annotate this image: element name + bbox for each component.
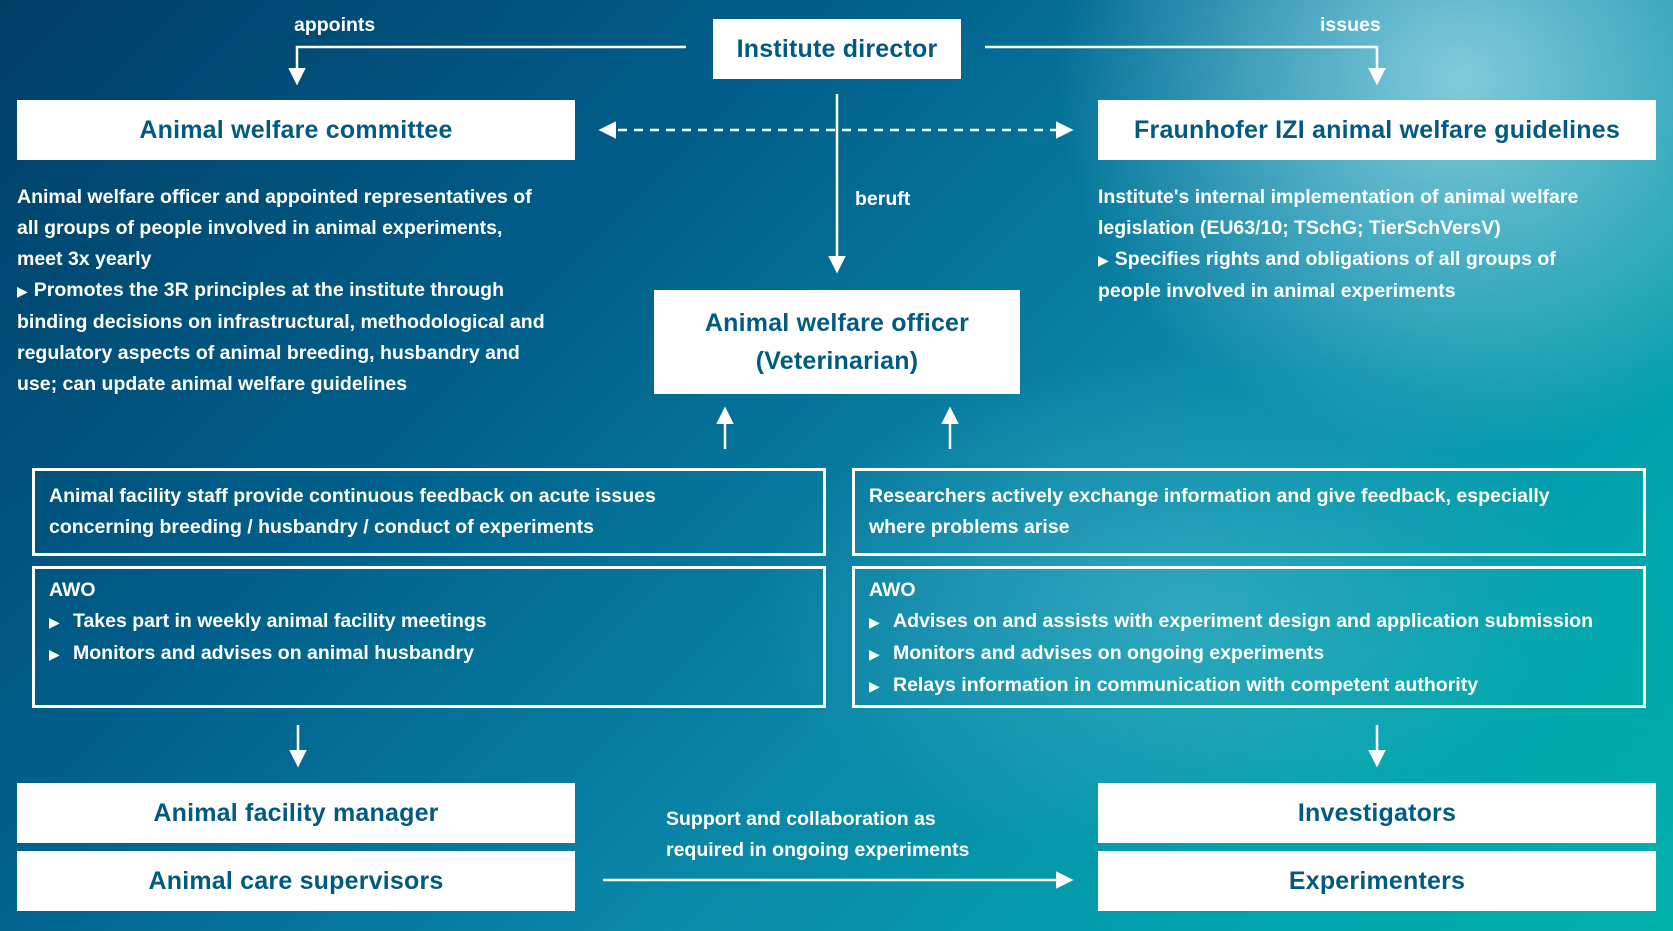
bullet-icon: ▶: [869, 614, 880, 630]
researcher-feedback-frame: Researchers actively exchange informatio…: [852, 468, 1646, 556]
bullet-icon: ▶: [49, 646, 60, 662]
facility-feedback-frame: Animal facility staff provide continuous…: [32, 468, 826, 556]
guidelines-desc-bullet-line2: people involved in animal experiments: [1098, 280, 1456, 302]
issues-arrow: [985, 45, 1386, 86]
awo-research-item: ▶ Monitors and advises on ongoing experi…: [869, 638, 1629, 670]
animal-care-supervisors-label: Animal care supervisors: [148, 866, 444, 895]
committee-desc-line2: all groups of people involved in animal …: [17, 217, 503, 239]
researcher-feedback-line1: Researchers actively exchange informatio…: [869, 485, 1550, 507]
awo-research-heading: AWO: [869, 579, 916, 601]
issues-label: issues: [1320, 14, 1381, 36]
institute-director-box: Institute director: [713, 19, 961, 79]
beruft-label: beruft: [855, 188, 911, 210]
investigators-box: Investigators: [1098, 783, 1656, 843]
awo-facility-item: ▶ Monitors and advises on animal husband…: [49, 638, 809, 670]
awo-research-frame: AWO ▶ Advises on and assists with experi…: [852, 566, 1646, 708]
institute-director-label: Institute director: [736, 34, 938, 63]
committee-desc-line3: meet 3x yearly: [17, 248, 152, 270]
bullet-icon: ▶: [1098, 252, 1109, 268]
appoints-label: appoints: [294, 14, 376, 36]
experimenters-box: Experimenters: [1098, 851, 1656, 911]
awo-research-item: ▶ Relays information in communication wi…: [869, 670, 1629, 702]
facility-feedback-line1: Animal facility staff provide continuous…: [49, 485, 656, 507]
guidelines-desc-bullet-line1: ▶Specifies rights and obligations of all…: [1098, 248, 1556, 270]
guidelines-label: Fraunhofer IZI animal welfare guidelines: [1134, 115, 1620, 144]
awo-facility-frame: AWO ▶ Takes part in weekly animal facili…: [32, 566, 826, 708]
animal-welfare-officer-box: Animal welfare officer (Veterinarian): [654, 290, 1020, 394]
experimenters-label: Experimenters: [1288, 866, 1466, 895]
committee-desc-bullet-line2: binding decisions on infrastructural, me…: [17, 311, 545, 333]
bullet-icon: ▶: [17, 283, 28, 299]
awo-facility-heading: AWO: [49, 579, 96, 601]
investigators-label: Investigators: [1297, 798, 1457, 827]
support-label-line2: required in ongoing experiments: [666, 839, 970, 861]
guidelines-desc-line1: Institute's internal implementation of a…: [1098, 186, 1579, 208]
committee-desc-bullet-line3: regulatory aspects of animal breeding, h…: [17, 342, 520, 364]
officer-label-line2: (Veterinarian): [755, 347, 919, 375]
facility-feedback-line2: concerning breeding / husbandry / conduc…: [49, 516, 595, 538]
awo-facility-item: ▶ Takes part in weekly animal facility m…: [49, 606, 809, 638]
bullet-icon: ▶: [49, 614, 60, 630]
animal-welfare-committee-box: Animal welfare committee: [17, 100, 575, 160]
bullet-icon: ▶: [869, 646, 880, 662]
officer-label-line1: Animal welfare officer: [704, 309, 970, 337]
committee-desc-line1: Animal welfare officer and appointed rep…: [17, 186, 532, 208]
committee-description: Animal welfare officer and appointed rep…: [17, 182, 607, 400]
animal-welfare-committee-label: Animal welfare committee: [139, 115, 453, 144]
committee-desc-bullet-line4: use; can update animal welfare guideline…: [17, 373, 408, 395]
researcher-feedback-line2: where problems arise: [869, 516, 1070, 538]
guidelines-description: Institute's internal implementation of a…: [1098, 182, 1658, 307]
awo-research-item: ▶ Advises on and assists with experiment…: [869, 606, 1629, 638]
support-label-line1: Support and collaboration as: [666, 808, 936, 830]
committee-desc-bullet-line1: ▶Promotes the 3R principles at the insti…: [17, 279, 504, 301]
animal-facility-manager-label: Animal facility manager: [153, 798, 439, 827]
guidelines-desc-line2: legislation (EU63/10; TSchG; TierSchVers…: [1098, 217, 1501, 239]
animal-facility-manager-box: Animal facility manager: [17, 783, 575, 843]
support-label: Support and collaboration as required in…: [666, 804, 1066, 866]
guidelines-box: Fraunhofer IZI animal welfare guidelines: [1098, 100, 1656, 160]
bullet-icon: ▶: [869, 678, 880, 694]
appoints-arrow: [288, 45, 686, 86]
animal-care-supervisors-box: Animal care supervisors: [17, 851, 575, 911]
